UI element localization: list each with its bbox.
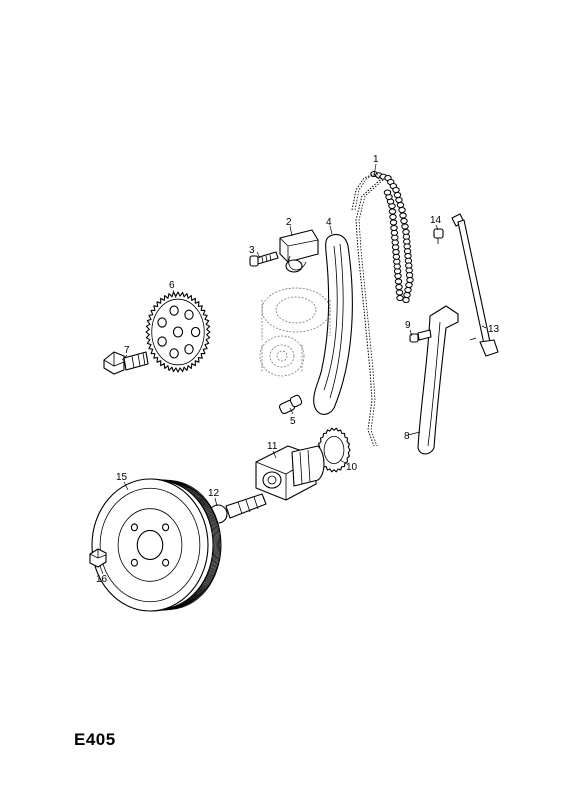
crankshaft-hub	[255, 445, 325, 501]
chain-tensioner	[279, 229, 319, 273]
callout-9: 9	[405, 320, 411, 331]
leader-lines	[99, 163, 487, 575]
chain-guide-rail	[417, 305, 459, 455]
ghost-camshaft-housing	[259, 287, 331, 377]
camshaft-sprocket	[145, 291, 211, 373]
callout-8: 8	[404, 431, 410, 442]
tensioner-rail	[313, 233, 353, 415]
diagram-code: E405	[74, 730, 116, 749]
callout-14: 14	[430, 215, 442, 226]
callout-11: 11	[267, 441, 278, 452]
callout-4: 4	[326, 217, 332, 228]
callout-15: 15	[116, 472, 128, 483]
dipstick-bolt	[433, 228, 444, 244]
callout-13: 13	[488, 324, 500, 335]
callout-12: 12	[208, 488, 220, 499]
callout-2: 2	[286, 217, 292, 228]
callout-10: 10	[346, 462, 358, 473]
callout-3: 3	[249, 245, 255, 256]
sprocket-bolt	[103, 351, 149, 375]
crankshaft-pulley	[91, 478, 222, 612]
callout-7: 7	[124, 345, 130, 356]
tensioner-bolt	[249, 251, 279, 267]
callout-5: 5	[290, 416, 296, 427]
timing-chain	[351, 170, 414, 447]
callout-1: 1	[373, 154, 379, 165]
guide-pin	[278, 394, 303, 415]
pulley-bolt	[89, 548, 107, 568]
dipstick-tube	[451, 213, 499, 357]
callout-16: 16	[96, 574, 108, 585]
callout-labels: 1 2 3 4 5 6 7 8 9 10 11 12 13 14 15 16	[96, 154, 500, 585]
callout-6: 6	[169, 280, 175, 291]
